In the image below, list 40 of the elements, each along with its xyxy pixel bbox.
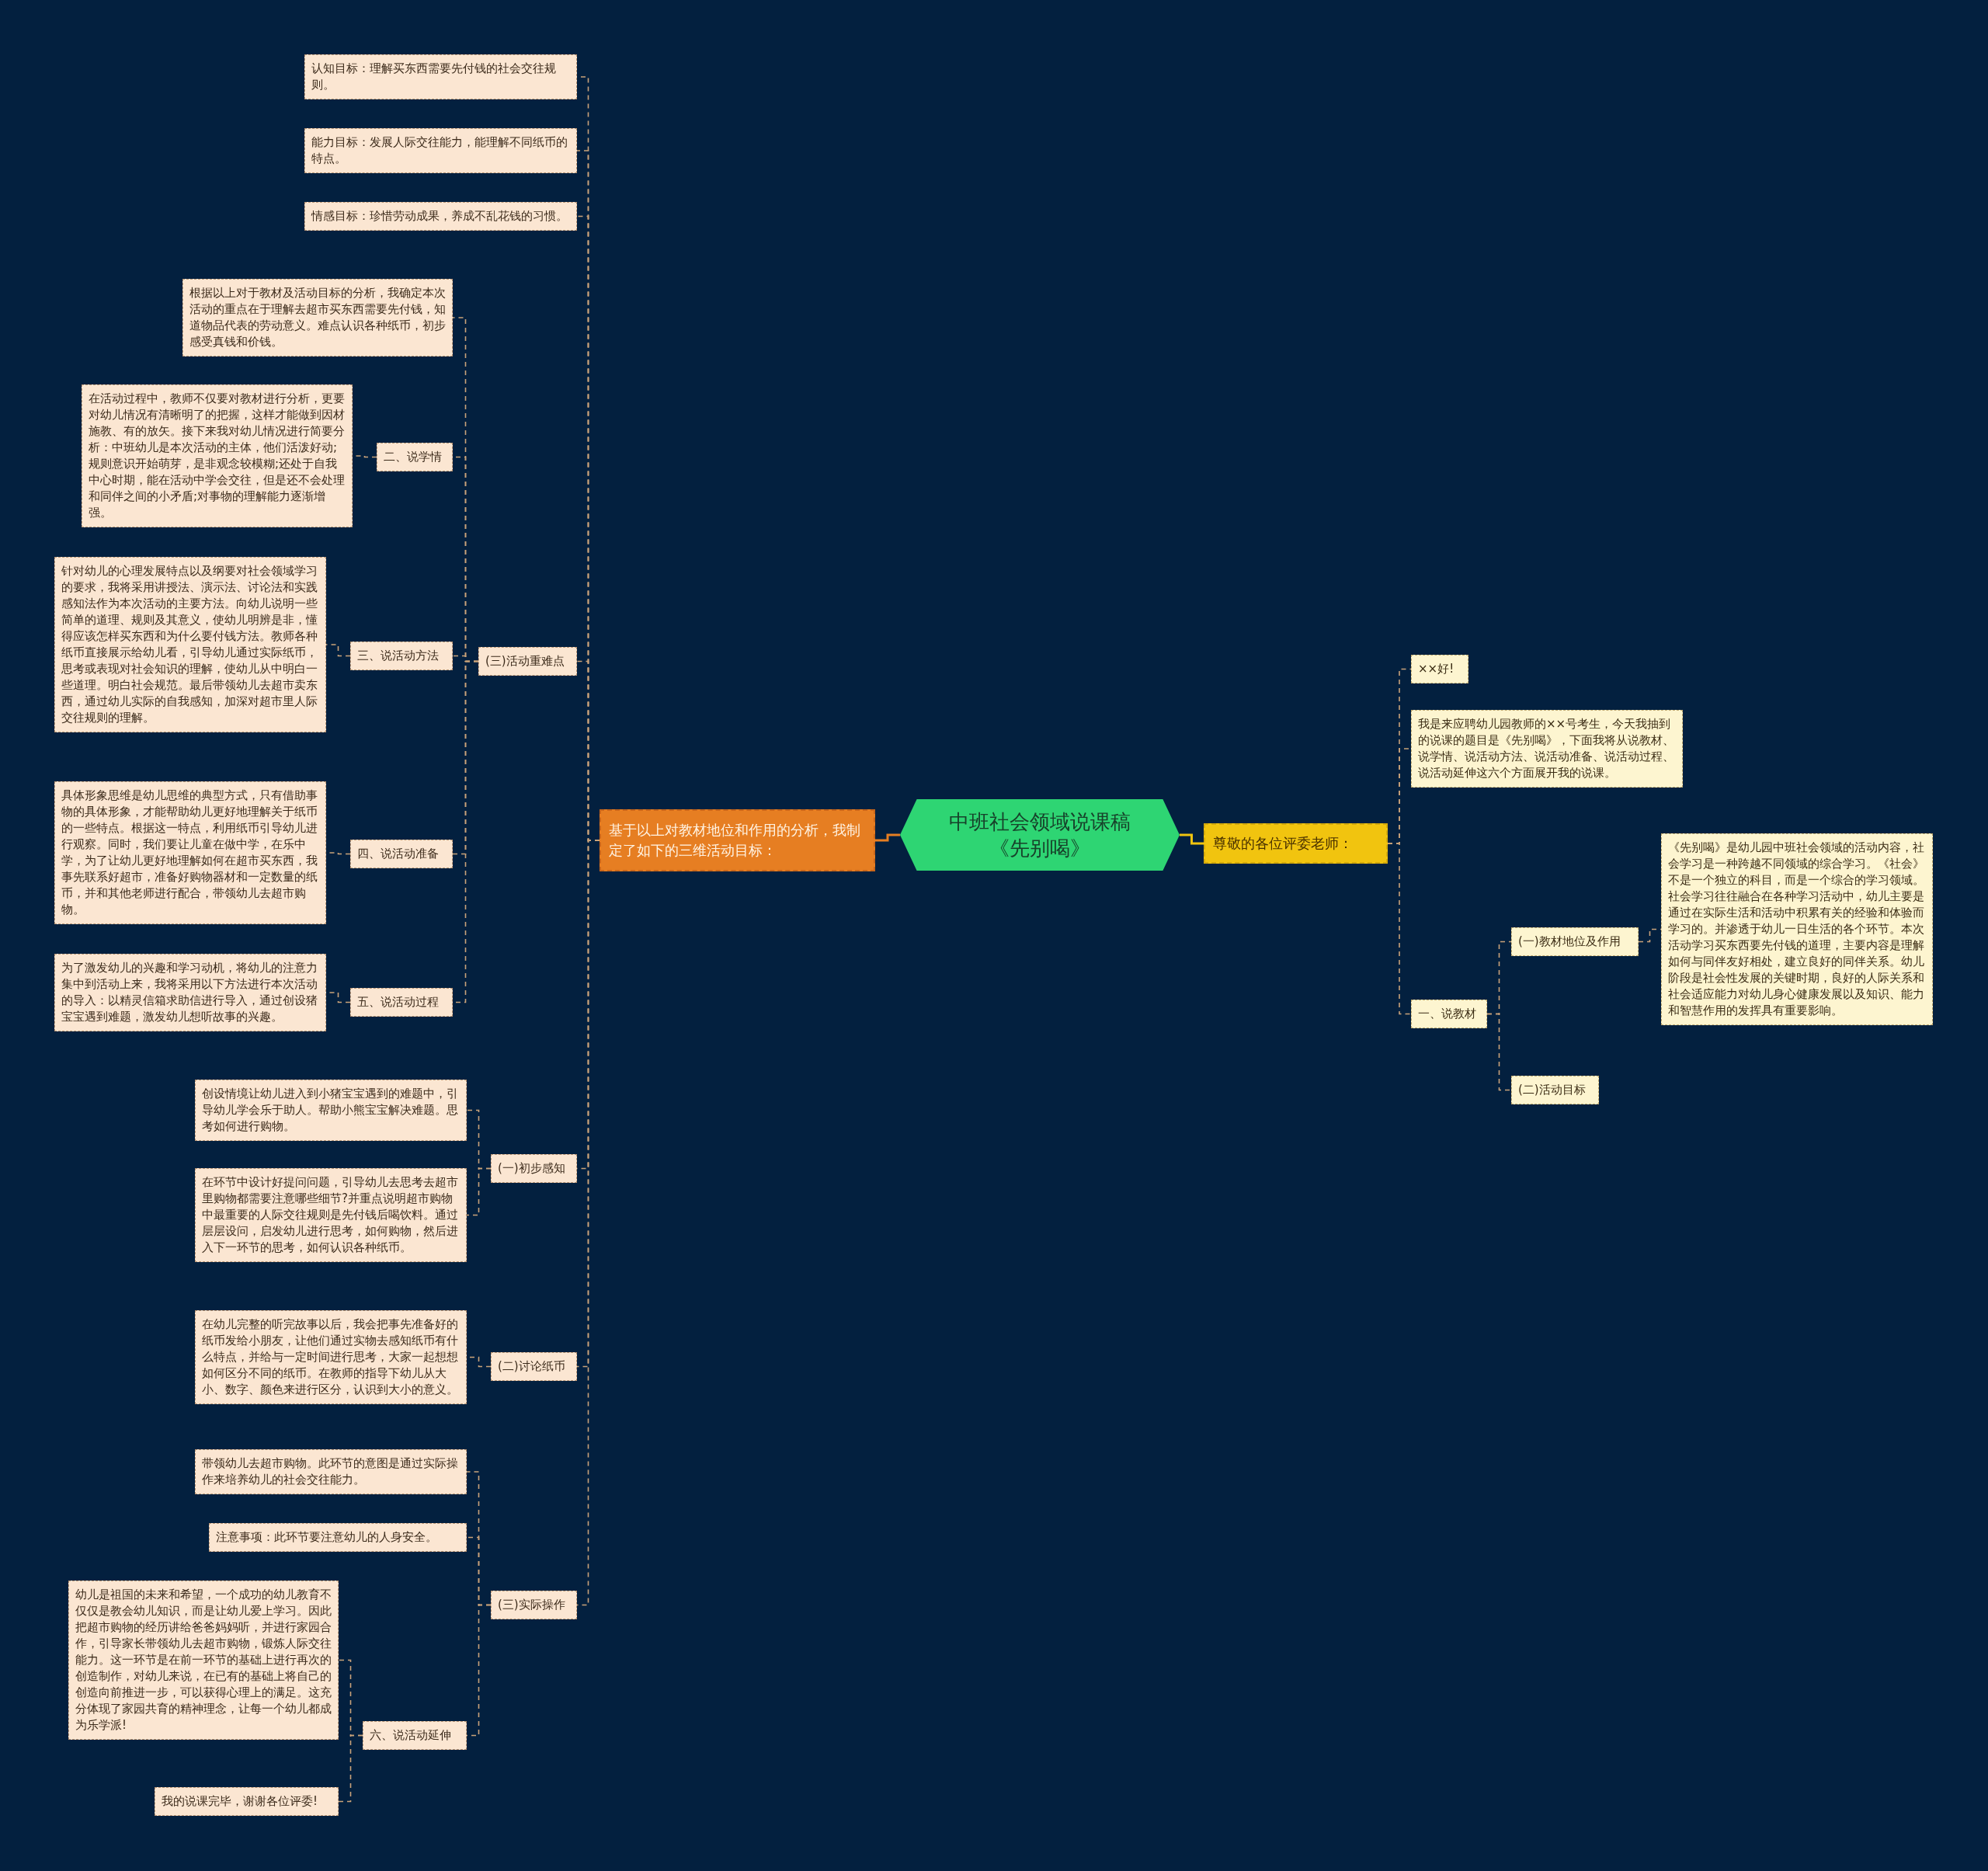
branch-topic-box: 基于以上对教材地位和作用的分析，我制定了如下的三维活动目标： [600, 809, 875, 871]
note-card: (二)讨论纸币 [491, 1352, 577, 1381]
note-card: 二、说学情 [377, 443, 453, 471]
connector-line [875, 833, 900, 842]
note-card: 认知目标：理解买东西需要先付钱的社会交往规则。 [304, 54, 577, 99]
note-card: 三、说活动方法 [350, 642, 453, 670]
note-card: 在环节中设计好提问问题，引导幼儿去思考去超市里购物都需要注意哪些细节?并重点说明超市购物中最重要的人际交往规则是先付钱后喝饮料。通过层层设问，启发幼儿进行思考，如何购物，然后进入下一环节的思考，如何认识各种纸币。 [195, 1168, 467, 1262]
note-card: ××好! [1411, 655, 1468, 683]
central-topic: 中班社会领域说课稿《先别喝》 [900, 799, 1180, 871]
note-card: 我是来应聘幼儿园教师的××号考生，今天我抽到的说课的题目是《先别喝》，下面我将从说教材、说学情、说活动方法、说活动准备、说活动过程、说活动延伸这六个方面展开我的说课。 [1411, 710, 1683, 788]
note-card: (一)教材地位及作用 [1511, 927, 1639, 956]
connector-line [1486, 1013, 1512, 1091]
note-card: (三)实际操作 [491, 1591, 577, 1619]
note-card: 五、说活动过程 [350, 988, 453, 1017]
note-card: 具体形象思维是幼儿思维的典型方式，只有借助事物的具体形象，才能帮助幼儿更好地理解关于纸币的一些特点。根据这一特点，利用纸币引导幼儿进行观察。同时，我们要让儿童在做中学，在乐中学，为了让幼儿更好地理解如何在超市买东西，我事先联系好超市，准备好购物器材和一定数量的纸币，并和其他老师进行配合，带领幼儿去超市购物。 [54, 781, 326, 924]
note-card: (三)活动重难点 [478, 647, 577, 676]
note-card: 我的说课完毕，谢谢各位评委! [155, 1787, 339, 1816]
connector-line [1180, 833, 1204, 845]
note-card: 针对幼儿的心理发展特点以及纲要对社会领域学习的要求，我将采用讲授法、演示法、讨论法和实践感知法作为本次活动的主要方法。向幼儿说明一些简单的道理、规则及其意义，使幼儿明辨是非，懂得应该怎样买东西和为什么要付钱方法。教师各种纸币直接展示给幼儿看，引导幼儿通过实际纸币，思考或表现对社会知识的理解，使幼儿从中明白一些道理。明白社会规范。最后带领幼儿去超市卖东西，通过幼儿实际的自我感知，加深对超市里人际交往规则的理解。 [54, 557, 326, 732]
note-card: 创设情境让幼儿进入到小猪宝宝遇到的难题中，引导幼儿学会乐于助人。帮助小熊宝宝解决难题。思考如何进行购物。 [195, 1080, 467, 1141]
connector-line [325, 644, 351, 657]
note-card: 《先别喝》是幼儿园中班社会领域的活动内容，社会学习是一种跨越不同领域的综合学习。《社会》不是一个独立的科目，而是一个综合的学习领域。社会学习往往融合在各种学习活动中，幼儿主要是通过在实际生活和活动中积累有关的经验和体验而学习的。并渗透于幼儿一日生活的各个环节。本次活动学习买东西要先付钱的道理，主要内容是理解如何与同伴友好相处，建立良好的同伴关系。幼儿阶段是社会性发展的关键时期，良好的人际关系和社会适应能力对幼儿身心健康发展以及知识、能力和智慧作用的发挥具有重要影响。 [1661, 833, 1933, 1025]
note-card: 幼儿是祖国的未来和希望，一个成功的幼儿教育不仅仅是教会幼儿知识，而是让幼儿爱上学习。因此把超市购物的经历讲给爸爸妈妈听，并进行家园合作，引导家长带领幼儿去超市购物，锻炼人际交往能力。这一环节是在前一环节的基础上进行再次的创造制作，对幼儿来说，在已有的基础上将自己的创造向前推进一步，可以获得心理上的满足。这充分体现了家园共育的精神理念，让每一个幼儿都成为乐学派! [68, 1581, 339, 1740]
note-card: 六、说活动延伸 [363, 1721, 467, 1750]
note-card: 一、说教材 [1411, 1000, 1487, 1028]
note-card: 四、说活动准备 [350, 840, 453, 868]
connector-line [1387, 843, 1412, 1015]
note-card: 根据以上对于教材及活动目标的分析，我确定本次活动的重点在于理解去超市买东西需要先付钱，知道物品代表的劳动意义。难点认识各种纸币，初步感受真钱和价钱。 [182, 279, 453, 356]
connector-line [338, 1734, 363, 1803]
branch-topic-box: 尊敬的各位评委老师： [1204, 823, 1388, 864]
note-card: 为了激发幼儿的兴趣和学习动机，将幼儿的注意力集中到活动上来，我将采用以下方法进行本次活动的导入：以精灵信箱求助信进行导入，通过创设猪宝宝遇到难题，激发幼儿想听故事的兴趣。 [54, 954, 326, 1031]
note-card: 注意事项：此环节要注意幼儿的人身安全。 [209, 1523, 467, 1552]
note-card: 能力目标：发展人际交往能力，能理解不同纸币的特点。 [304, 128, 577, 173]
note-card: (一)初步感知 [491, 1154, 577, 1183]
note-card: 在幼儿完整的听完故事以后，我会把事先准备好的纸币发给小朋友，让他们通过实物去感知纸币有什么特点，并给与一定时间进行思考，大家一起想想如何区分不同的纸币。在教师的指导下幼儿从大小、数字、颜色来进行区分，认识到大小的意义。 [195, 1310, 467, 1404]
note-card: 在活动过程中，教师不仅要对教材进行分析，更要对幼儿情况有清晰明了的把握，这样才能做到因材施教、有的放矢。接下来我对幼儿情况进行简要分析：中班幼儿是本次活动的主体，他们活泼好动;规则意识开始萌芽，是非观念较模糊;还处于自我中心时期，能在活动中学会交往，但是还不会处理和同伴之间的小矛盾;对事物的理解能力逐渐增强。 [82, 384, 353, 527]
note-card: (二)活动目标 [1511, 1076, 1599, 1104]
note-card: 情感目标：珍惜劳动成果，养成不乱花钱的习惯。 [304, 202, 577, 231]
note-card: 带领幼儿去超市购物。此环节的意图是通过实际操作来培养幼儿的社会交往能力。 [195, 1449, 467, 1494]
connector-line [466, 1167, 492, 1216]
